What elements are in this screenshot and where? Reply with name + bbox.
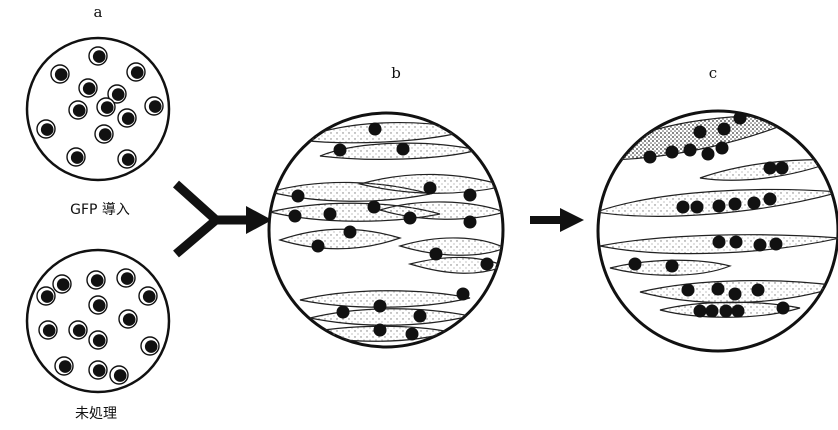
cell-gfp xyxy=(66,147,86,167)
nucleus xyxy=(701,147,715,161)
nucleus xyxy=(396,142,410,156)
nucleus xyxy=(711,282,725,296)
nucleus xyxy=(728,197,742,211)
nucleus xyxy=(405,327,419,341)
cell-untreated xyxy=(68,320,88,340)
nucleus xyxy=(683,143,697,157)
nucleus xyxy=(693,304,707,318)
right-arrow-icon xyxy=(530,208,584,232)
nucleus xyxy=(288,209,302,223)
nucleus xyxy=(681,283,695,297)
spindle-cell xyxy=(299,290,471,308)
cell-untreated xyxy=(116,268,136,288)
caption-gfp-transduced: GFP 導入 xyxy=(70,202,130,218)
nuclei-panel-c xyxy=(628,111,790,318)
nucleus xyxy=(731,304,745,318)
nucleus xyxy=(769,237,783,251)
nucleus xyxy=(775,161,789,175)
nucleus xyxy=(715,141,729,155)
cell-untreated xyxy=(109,365,129,385)
nucleus xyxy=(719,304,733,318)
nucleus xyxy=(733,111,747,125)
cell-untreated xyxy=(88,330,108,350)
nucleus xyxy=(333,143,347,157)
nucleus xyxy=(368,122,382,136)
nucleus xyxy=(693,125,707,139)
cell-gfp xyxy=(50,64,70,84)
nucleus xyxy=(763,192,777,206)
cell-untreated xyxy=(140,336,160,356)
cell-untreated xyxy=(138,286,158,306)
nucleus xyxy=(690,200,704,214)
panel-a-label: a xyxy=(94,3,103,21)
merge-arrow-icon xyxy=(172,180,272,258)
cell-untreated xyxy=(38,320,58,340)
cell-untreated xyxy=(88,360,108,380)
cell-gfp xyxy=(68,100,88,120)
dish-co-culture xyxy=(267,111,505,349)
nucleus xyxy=(776,301,790,315)
nucleus xyxy=(367,200,381,214)
nucleus xyxy=(712,199,726,213)
dish-gfp-transduced xyxy=(25,36,171,182)
cell-gfp xyxy=(107,84,127,104)
cell-gfp xyxy=(88,46,108,66)
cell-untreated xyxy=(52,274,72,294)
nucleus xyxy=(373,299,387,313)
nucleus xyxy=(705,304,719,318)
nucleus xyxy=(747,196,761,210)
cell-group-untreated xyxy=(36,268,160,385)
nucleus xyxy=(429,247,443,261)
cell-untreated xyxy=(88,295,108,315)
nucleus xyxy=(323,207,337,221)
nucleus xyxy=(291,189,305,203)
cell-gfp xyxy=(117,149,137,169)
nucleus xyxy=(665,145,679,159)
caption-untreated: 未処理 xyxy=(75,406,117,422)
nucleus xyxy=(628,257,642,271)
nucleus xyxy=(373,323,387,337)
nucleus xyxy=(463,215,477,229)
nucleus xyxy=(717,122,731,136)
nucleus xyxy=(751,283,765,297)
nucleus xyxy=(456,287,470,301)
nucleus xyxy=(643,150,657,164)
cell-gfp xyxy=(78,78,98,98)
cell-untreated xyxy=(118,309,138,329)
nucleus xyxy=(763,161,777,175)
nucleus xyxy=(336,305,350,319)
cell-untreated xyxy=(54,356,74,376)
nucleus xyxy=(311,239,325,253)
nucleus xyxy=(403,211,417,225)
nucleus xyxy=(665,259,679,273)
nucleus xyxy=(729,235,743,249)
cell-gfp xyxy=(117,108,137,128)
cell-gfp xyxy=(126,62,146,82)
nucleus xyxy=(712,235,726,249)
cell-gfp xyxy=(96,97,116,117)
panel-c-label: c xyxy=(709,64,717,82)
cell-untreated xyxy=(36,286,56,306)
nuclei-panel-b xyxy=(288,122,494,341)
cell-untreated xyxy=(86,270,106,290)
nucleus xyxy=(676,200,690,214)
nucleus xyxy=(423,181,437,195)
nucleus xyxy=(343,225,357,239)
nucleus xyxy=(480,257,494,271)
dish-myotubes xyxy=(596,109,838,353)
nucleus xyxy=(463,188,477,202)
nucleus xyxy=(753,238,767,252)
dish-untreated xyxy=(25,248,171,394)
nucleus xyxy=(728,287,742,301)
cell-gfp xyxy=(94,124,114,144)
cell-group-gfp xyxy=(36,46,164,169)
panel-b-label: b xyxy=(391,64,401,82)
nucleus xyxy=(413,309,427,323)
cell-gfp xyxy=(36,119,56,139)
cell-gfp xyxy=(144,96,164,116)
